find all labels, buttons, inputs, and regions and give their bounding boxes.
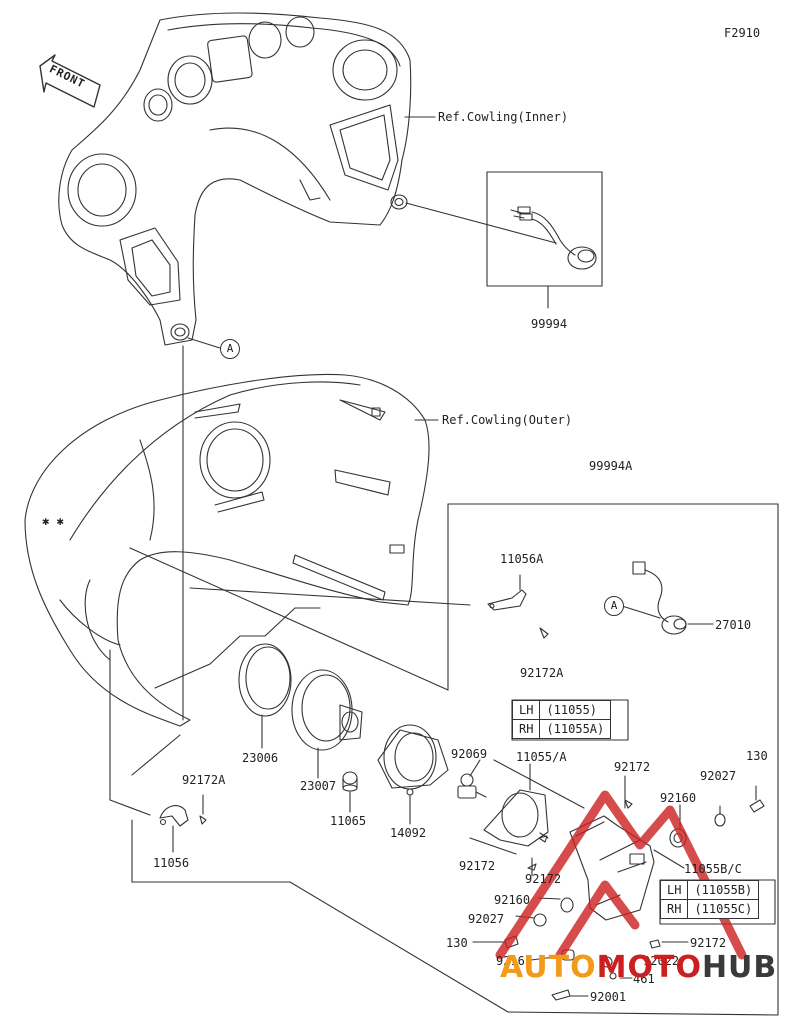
watermark-text: AUTOMOTOHUB <box>500 950 777 985</box>
headlight-23007 <box>291 669 363 751</box>
part-130-a: 130 <box>746 749 768 763</box>
callout-a-right: A <box>604 596 624 616</box>
bracket-11055 <box>483 789 549 847</box>
table-a-r1-part: (11055) <box>539 700 612 720</box>
part-92172-a: 92172 <box>614 760 651 774</box>
bracket-11056a <box>487 574 549 639</box>
table-b-r1-side: LH <box>659 880 689 900</box>
part-11056: 11056 <box>153 856 190 870</box>
part-461: 461 <box>633 972 655 986</box>
part-11055bc: 11055B/C <box>684 862 742 876</box>
part-92027-a: 92027 <box>700 769 737 783</box>
table-a-r2-side: RH <box>511 719 541 739</box>
part-14092: 14092 <box>390 826 427 840</box>
part-92001: 92001 <box>590 990 627 1004</box>
table-b-r2-part: (11055C) <box>687 899 760 919</box>
part-11056a: 11056A <box>500 552 544 566</box>
clamp-11056 <box>159 805 189 827</box>
box-99994 <box>486 171 603 287</box>
part-11065: 11065 <box>330 814 367 828</box>
assembly-frame <box>109 503 779 1016</box>
part-92069: 92069 <box>451 747 488 761</box>
inner-cowling <box>58 12 412 346</box>
part-92172a-top: 92172A <box>520 666 564 680</box>
leader-99994-socket <box>405 202 557 244</box>
table-11055bc: LH (11055B) RH (11055C) <box>659 880 760 919</box>
kit-number: 99994A <box>589 459 633 473</box>
part-27010: 27010 <box>715 618 752 632</box>
watermark-part2: MOTO <box>596 950 702 985</box>
socket-99994 <box>510 206 597 270</box>
part-130-b: 130 <box>446 936 468 950</box>
watermark-part3: HUB <box>701 950 778 985</box>
part-99994: 99994 <box>531 317 568 331</box>
callout-a-top: A <box>220 339 240 359</box>
part-92161: 92161 <box>496 954 533 968</box>
part-92172-b: 92172 <box>459 859 496 873</box>
table-b-r1-part: (11055B) <box>687 880 760 900</box>
cap-11065 <box>342 771 358 792</box>
ref-cowling-inner: Ref.Cowling(Inner) <box>438 110 569 124</box>
part-92160-a: 92160 <box>660 791 697 805</box>
table-a-r2-part: (11055A) <box>539 719 612 739</box>
watermark-logo <box>495 790 747 960</box>
part-92160-b: 92160 <box>494 893 531 907</box>
table-a-r1-side: LH <box>511 700 541 720</box>
outer-cowling: ✱ ✱ <box>24 373 430 727</box>
table-b-r2-side: RH <box>659 899 689 919</box>
bulb-92069 <box>457 773 487 799</box>
svg-text:✱ ✱: ✱ ✱ <box>42 514 64 528</box>
part-92027-b: 92027 <box>468 912 505 926</box>
sensor-27010 <box>632 561 687 635</box>
part-92022: 92022 <box>643 954 680 968</box>
table-11055: LH (11055) RH (11055A) <box>511 700 612 739</box>
ring-23006 <box>238 643 292 717</box>
part-23006: 23006 <box>242 751 279 765</box>
part-92172a-left: 92172A <box>182 773 226 787</box>
watermark-part1: AUTO <box>500 950 597 985</box>
figure-code: F2910 <box>724 26 761 40</box>
front-arrow-shape <box>39 54 101 108</box>
housing-14092 <box>377 724 449 796</box>
ref-cowling-outer: Ref.Cowling(Outer) <box>442 413 573 427</box>
part-92172-c: 92172 <box>525 872 562 886</box>
part-11055: 11055/A <box>516 750 567 764</box>
part-23007: 23007 <box>300 779 337 793</box>
part-92172-d: 92172 <box>690 936 727 950</box>
